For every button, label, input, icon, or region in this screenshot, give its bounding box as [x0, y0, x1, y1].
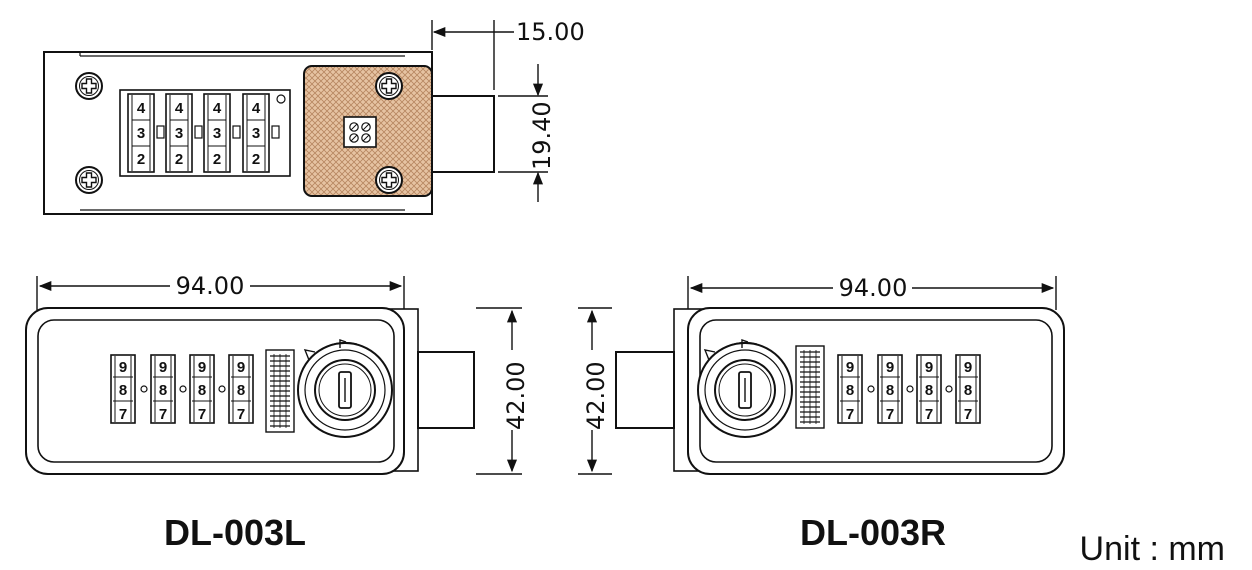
wheel-digit: 9: [119, 359, 127, 376]
dim-right-width: 94.00: [687, 274, 1057, 310]
top-bolt: [431, 95, 495, 173]
reset-button-icon: [343, 116, 377, 148]
wheel-digit: 9: [237, 359, 245, 376]
key-cylinder-icon: [697, 341, 793, 438]
wheel-digit: 3: [213, 125, 221, 142]
wheel-digit: 4: [175, 100, 184, 117]
screw-icon: [75, 72, 103, 100]
right-dials: 9 8 7 9 8 7 9 8 7 9 8 7: [837, 354, 981, 424]
wheel-digit: 2: [175, 151, 183, 168]
wheel-digit: 9: [159, 359, 167, 376]
left-bolt: [417, 351, 475, 429]
wheel-digit: 7: [119, 406, 127, 423]
key-cylinder-icon: [297, 341, 393, 438]
wheel-digit: 2: [213, 151, 221, 168]
wheel-digit: 3: [137, 125, 145, 142]
wheel-digit: 8: [159, 382, 167, 399]
wheel-digit: 2: [137, 151, 145, 168]
wheel-digit: 8: [198, 382, 206, 399]
wheel-digit: 3: [175, 125, 183, 142]
wheel-digit: 4: [252, 100, 261, 117]
wheel-digit: 8: [846, 382, 854, 399]
dim-bolt-height: 19.40: [498, 64, 556, 202]
dim-label: 94.00: [839, 274, 908, 302]
wheel-digit: 9: [198, 359, 206, 376]
wheel-digit: 9: [886, 359, 894, 376]
dim-label: 42.00: [502, 361, 530, 430]
wheel-digit: 7: [886, 406, 894, 423]
dim-bolt-width: 15.00: [431, 18, 585, 90]
wheel-digit: 8: [237, 382, 245, 399]
wheel-digit: 4: [213, 100, 222, 117]
wheel-digit: 7: [237, 406, 245, 423]
screw-icon: [375, 166, 403, 194]
wheel-digit: 4: [137, 100, 146, 117]
wheel-digit: 7: [925, 406, 933, 423]
dim-label: 42.00: [582, 361, 610, 430]
left-front-view: 94.00 9 8 7 9 8 7 9 8 7 9 8 7: [25, 272, 530, 553]
dim-label: 15.00: [516, 18, 585, 46]
model-label-left: DL-003L: [164, 512, 306, 553]
right-body-outline: [687, 307, 1065, 475]
wheel-digit: 2: [252, 151, 260, 168]
wheel-digit: 9: [964, 359, 972, 376]
dim-right-height: 42.00: [578, 307, 612, 475]
dim-left-height: 42.00: [476, 307, 530, 475]
screw-icon: [375, 72, 403, 100]
screw-icon: [75, 166, 103, 194]
dim-label: 94.00: [176, 272, 245, 300]
wheel-digit: 7: [846, 406, 854, 423]
wheel-digit: 9: [846, 359, 854, 376]
model-label-right: DL-003R: [800, 512, 946, 553]
wheel-digit: 9: [925, 359, 933, 376]
top-view: 4 3 2 4 3 2 4 3 2 4 3 2: [43, 18, 585, 215]
left-dials: 9 8 7 9 8 7 9 8 7 9 8 7: [110, 354, 254, 424]
wheel-digit: 7: [198, 406, 206, 423]
wheel-digit: 3: [252, 125, 260, 142]
wheel-digit: 8: [119, 382, 127, 399]
wheel-digit: 8: [964, 382, 972, 399]
right-front-view: 94.00 9 8 7 9 8 7 9 8 7 9 8 7: [578, 274, 1065, 553]
code-reset-lever-icon: [795, 345, 825, 429]
top-dials: 4 3 2 4 3 2 4 3 2 4 3 2: [127, 93, 280, 173]
left-body-outline: [25, 307, 405, 475]
dim-label: 19.40: [528, 101, 556, 170]
code-reset-lever-icon: [265, 349, 295, 433]
wheel-digit: 8: [925, 382, 933, 399]
wheel-digit: 8: [886, 382, 894, 399]
unit-label: Unit : mm: [1080, 530, 1225, 568]
right-bolt: [615, 351, 675, 429]
wheel-digit: 7: [159, 406, 167, 423]
wheel-digit: 7: [964, 406, 972, 423]
dim-left-width: 94.00: [36, 272, 405, 310]
